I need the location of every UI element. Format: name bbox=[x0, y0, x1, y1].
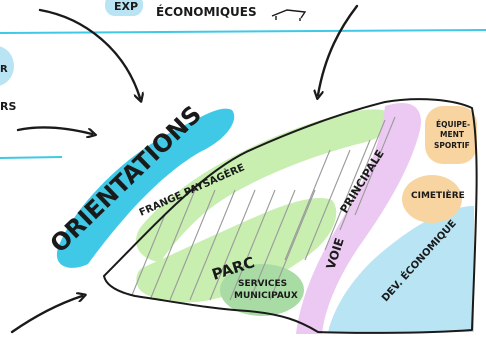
header-fragment-text: EXP bbox=[114, 0, 138, 13]
left-fragment-bottom: RS bbox=[0, 100, 16, 113]
header-label: ÉCONOMIQUES bbox=[156, 4, 257, 19]
equipement-sportif-zone bbox=[425, 106, 477, 164]
equipement-label-line3: SPORTIF bbox=[434, 141, 470, 150]
cimetiere-zone bbox=[402, 175, 462, 223]
site-outline bbox=[103, 98, 478, 334]
services-label-line2: MUNICIPAUX bbox=[234, 291, 298, 301]
frange-paysagere-zone bbox=[136, 109, 392, 262]
title-banner bbox=[56, 108, 235, 268]
divider-line-left bbox=[0, 156, 63, 159]
bench-icon bbox=[271, 9, 307, 21]
header-blob bbox=[105, 0, 143, 16]
cimetiere-label: CIMETIÈRE bbox=[411, 189, 465, 201]
left-fragment-top: R bbox=[0, 64, 8, 75]
dev-economique-zone bbox=[328, 206, 474, 332]
title-text: ORIENTATIONS bbox=[45, 100, 207, 258]
arrow-right bbox=[318, 4, 359, 95]
voie-principale-zone bbox=[296, 103, 421, 334]
left-blob bbox=[0, 46, 14, 86]
arrow-top bbox=[38, 8, 140, 98]
services-municipaux-zone bbox=[220, 264, 304, 316]
divider-line-top bbox=[0, 29, 486, 34]
equipement-label-line2: MENT bbox=[440, 130, 465, 139]
arrow-left bbox=[16, 126, 92, 134]
parc-zone bbox=[136, 197, 337, 303]
equipement-label-line1: ÉQUIPE- bbox=[436, 120, 470, 129]
services-label-line1: SERVICES bbox=[238, 279, 287, 289]
arrow-bottom bbox=[10, 296, 82, 334]
